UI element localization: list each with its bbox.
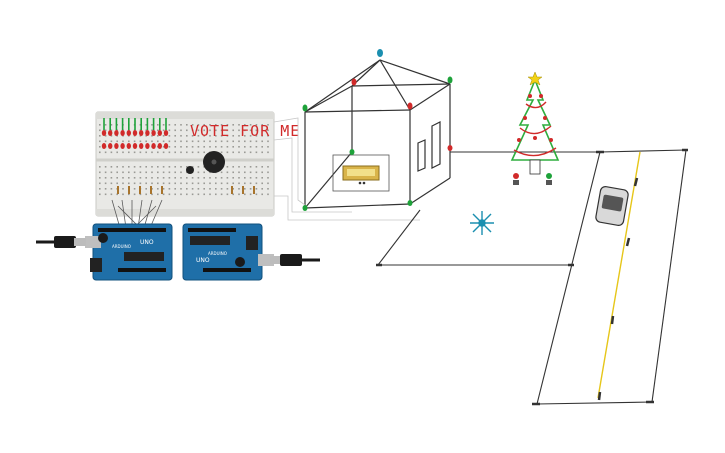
- arduino-left[interactable]: UNO ARDUINO: [85, 223, 173, 281]
- arduino-right[interactable]: UNO ARDUINO: [182, 223, 274, 281]
- house-wireframe[interactable]: [304, 59, 451, 209]
- road-markers: [376, 148, 688, 406]
- arduino-left-model: UNO: [140, 239, 154, 246]
- car-icon: [595, 186, 629, 226]
- arduino-left-brand: ARDUINO: [112, 244, 131, 249]
- house-leds: [302, 49, 453, 211]
- resistor-row: [117, 186, 255, 194]
- road-center-line: [597, 151, 641, 401]
- breadboard[interactable]: VOTE FOR ME: [95, 111, 300, 217]
- christmas-tree-icon: [510, 71, 560, 185]
- usb-cable-icon: [36, 236, 86, 248]
- lcd-module-icon: [342, 165, 380, 185]
- breadboard-holes: [99, 124, 269, 196]
- usb-cable-icon: [270, 254, 320, 266]
- buzzer-icon: [186, 151, 225, 174]
- road[interactable]: [536, 149, 687, 405]
- jumper-wires: [111, 199, 163, 229]
- arduino-right-model: UNO: [196, 257, 210, 264]
- house-wiring: [273, 117, 420, 221]
- arduino-right-brand: ARDUINO: [208, 251, 227, 256]
- sensor-icon: [470, 211, 494, 235]
- breadboard-leds: [101, 118, 169, 149]
- breadboard-text: VOTE FOR ME: [190, 122, 300, 140]
- ground-outline: [377, 151, 600, 266]
